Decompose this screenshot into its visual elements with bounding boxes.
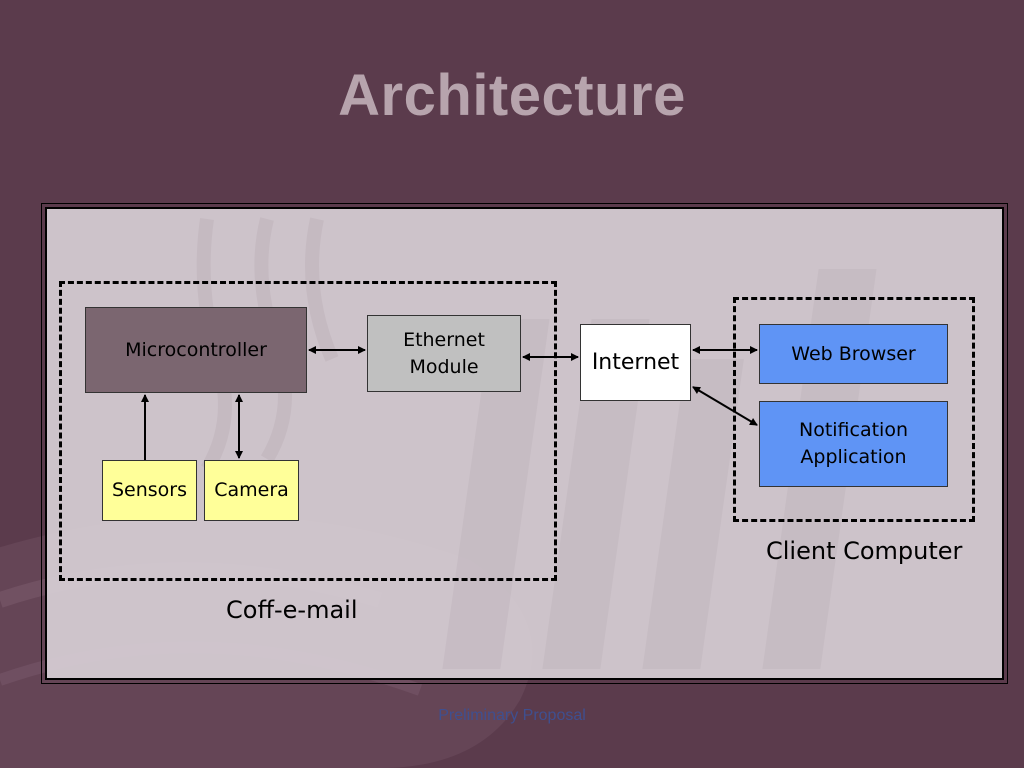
sensors-node: Sensors: [102, 460, 197, 521]
ethernet-module-node: Ethernet Module: [367, 315, 521, 392]
microcontroller-label: Microcontroller: [125, 338, 267, 361]
diagram-panel-inner: [45, 207, 1004, 680]
notification-application-label: Notification Application: [798, 419, 909, 468]
microcontroller-node: Microcontroller: [85, 307, 307, 393]
slide-footer: Preliminary Proposal: [438, 707, 586, 724]
internet-label: Internet: [591, 350, 680, 375]
camera-node: Camera: [204, 460, 299, 521]
watermark-art: [196, 217, 877, 669]
device-group-label: Coff-e-mail: [226, 596, 358, 624]
camera-label: Camera: [214, 479, 289, 501]
notification-application-node: Notification Application: [759, 401, 948, 487]
slide-title: Architecture: [338, 63, 686, 128]
ethernet-module-label: Ethernet Module: [403, 328, 485, 378]
device-group-boundary: [59, 281, 557, 581]
web-browser-label: Web Browser: [791, 342, 916, 365]
diagram-panel: [41, 203, 1008, 684]
sensors-label: Sensors: [111, 479, 188, 501]
client-group-label: Client Computer: [766, 537, 963, 565]
web-browser-node: Web Browser: [759, 324, 948, 384]
internet-node: Internet: [580, 324, 691, 401]
